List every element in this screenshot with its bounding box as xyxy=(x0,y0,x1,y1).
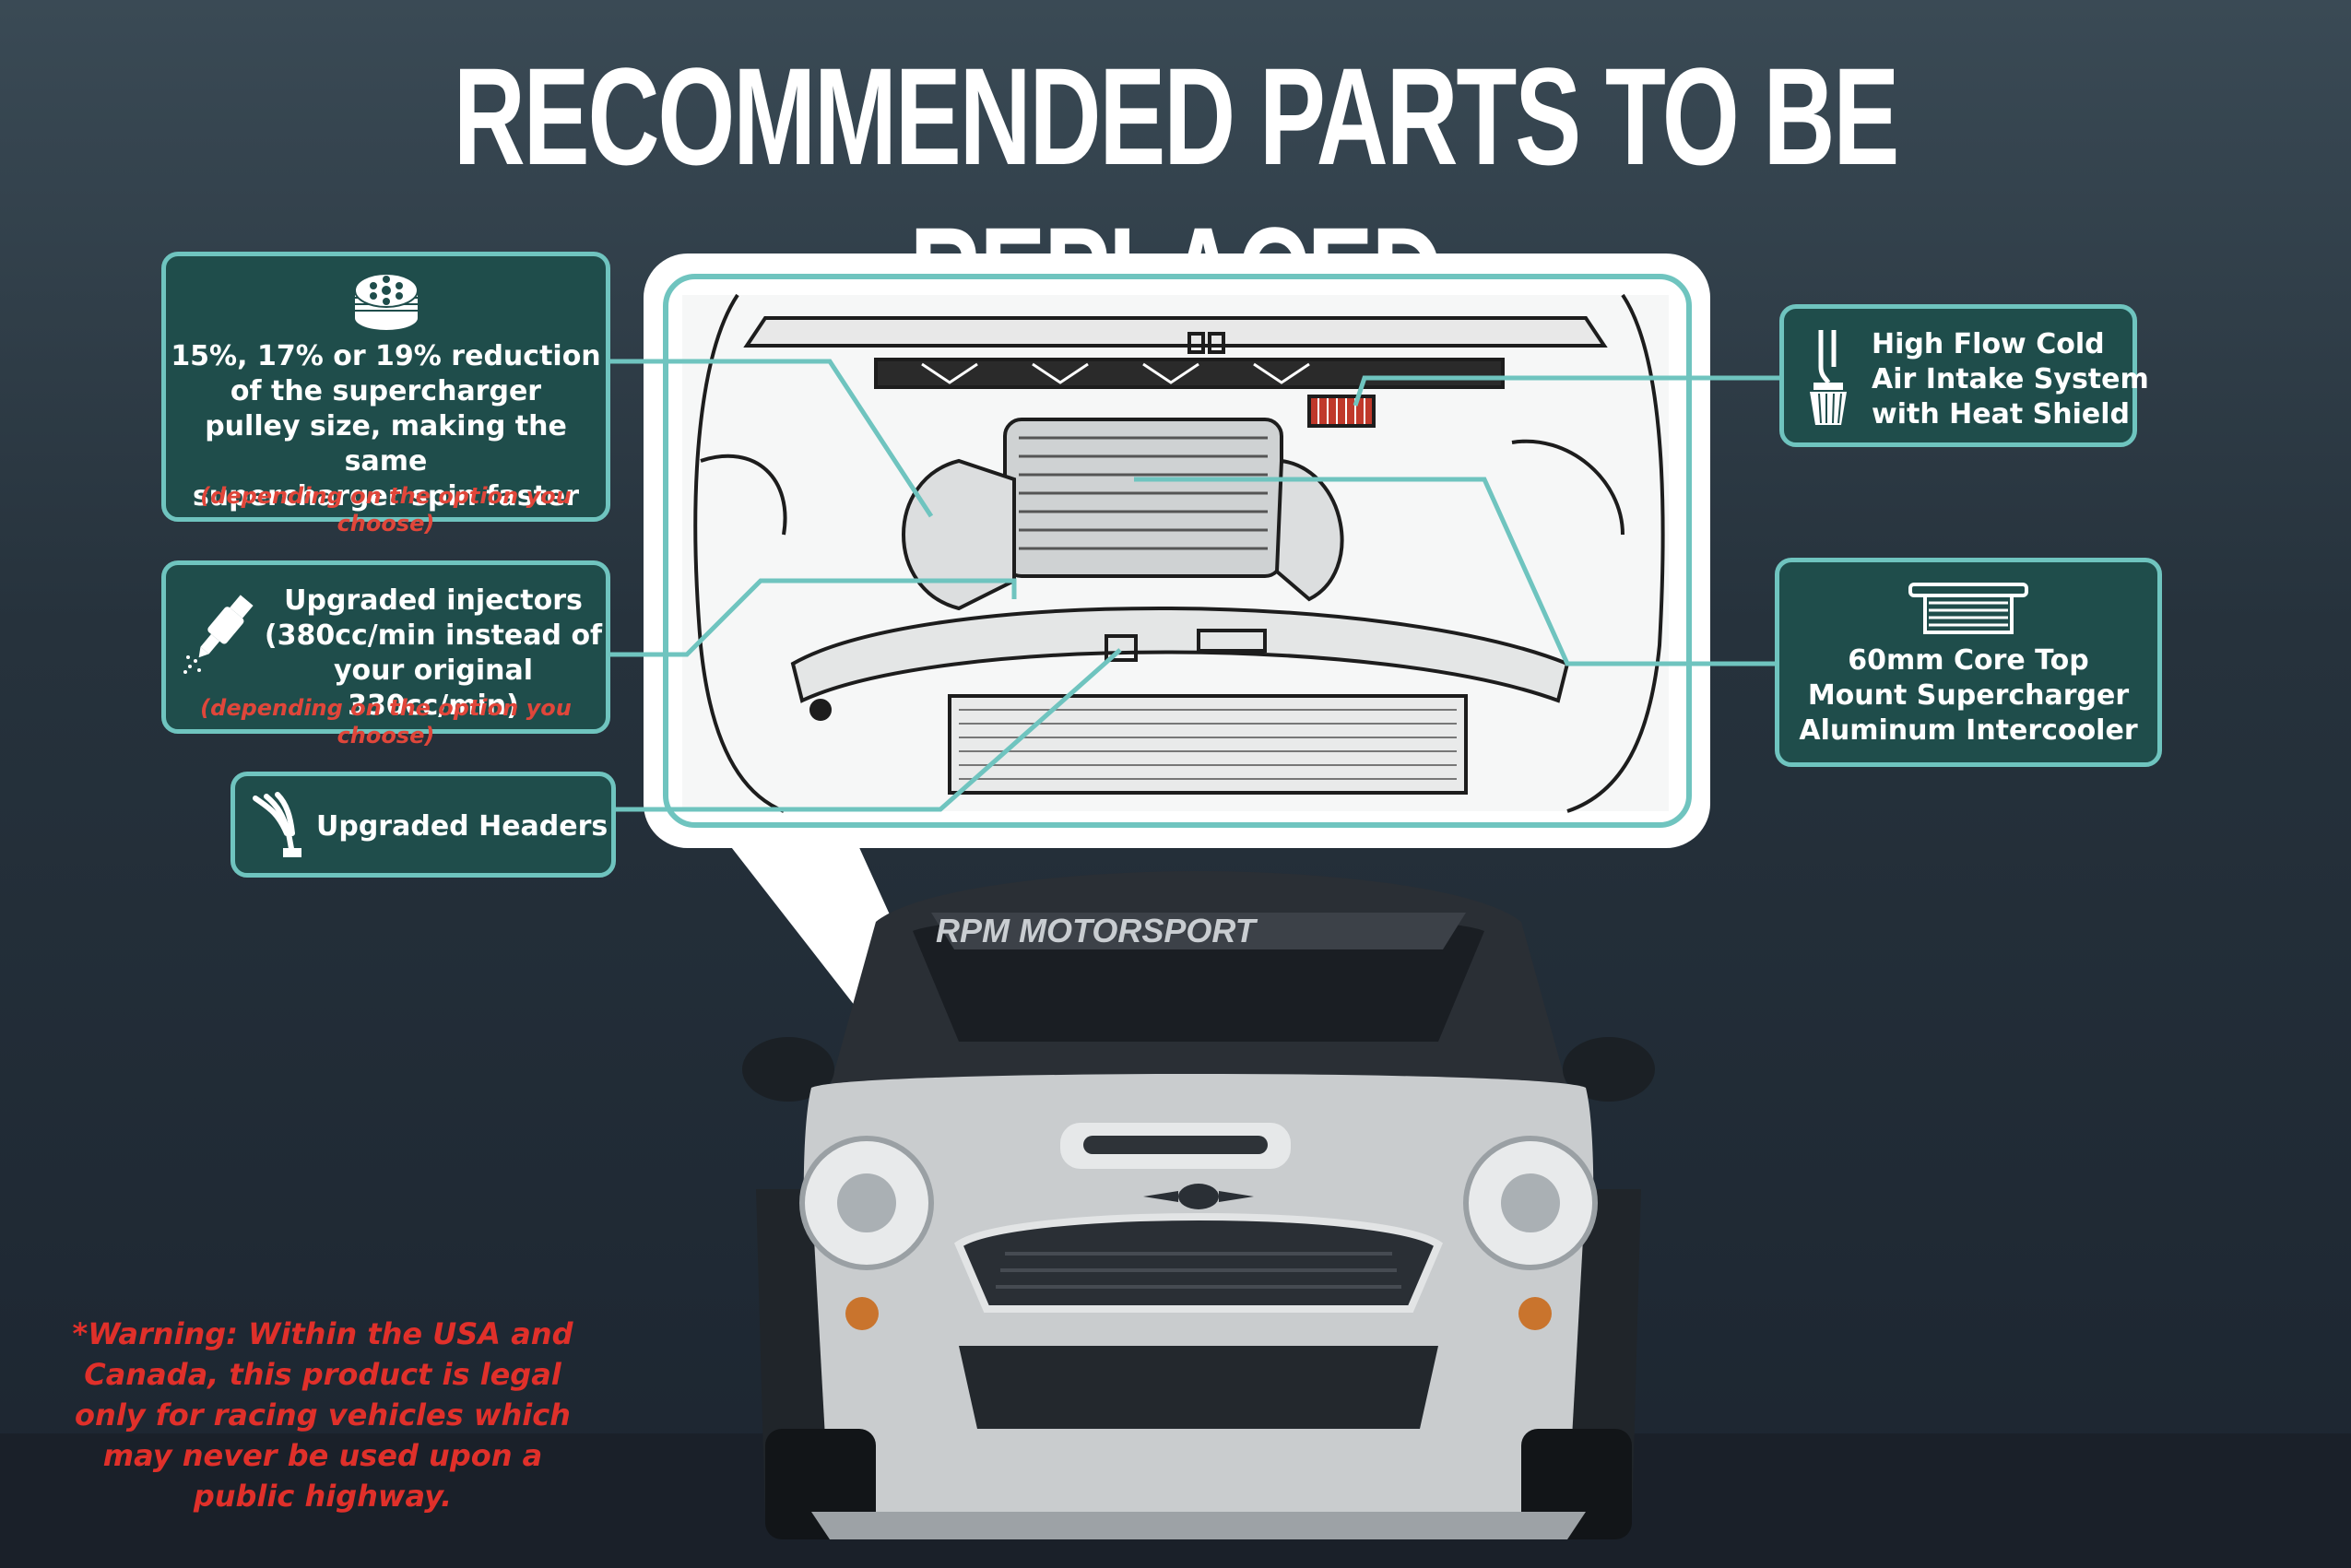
warning-line: *Warning: Within the USA and xyxy=(72,1316,573,1351)
warning-text: may xyxy=(102,1438,183,1473)
callout-line: Aluminum Intercooler xyxy=(1799,714,2138,747)
callout-line: Mount Supercharger xyxy=(1807,679,2130,712)
callout-note: (depending on the option you choose) xyxy=(200,695,572,749)
callout-line: 15%, 17% or 19% reduction xyxy=(171,340,601,372)
engine-bay-drawing xyxy=(682,293,1669,813)
injector-icon xyxy=(183,585,256,678)
warning-text: for racing vehicles which xyxy=(145,1397,571,1432)
warning-line: public highway. xyxy=(193,1479,453,1514)
warning-emphasis: never xyxy=(182,1438,278,1473)
callout-air-intake: High Flow Cold Air Intake System with He… xyxy=(1779,304,2149,447)
callout-line: with Heat Shield xyxy=(1872,398,2130,430)
callout-line: of the supercharger xyxy=(230,375,542,407)
windshield-banner: RPM MOTORSPORT xyxy=(936,912,1258,949)
callout-line: Air Intake System xyxy=(1872,363,2149,395)
callout-line: 60mm Core Top xyxy=(1848,644,2089,677)
callout-headers: Upgraded Headers xyxy=(230,772,616,878)
warning-text: be used upon a xyxy=(277,1438,543,1473)
air-filter-icon xyxy=(1801,325,1856,431)
pulley-icon xyxy=(350,267,422,336)
callout-injectors: Upgraded injectors (380cc/min instead of… xyxy=(161,560,610,749)
intercooler-icon xyxy=(1908,581,2028,636)
callout-label: Upgraded Headers xyxy=(316,810,608,843)
callout-intercooler: 60mm Core Top Mount Supercharger Aluminu… xyxy=(1775,558,2162,767)
callout-line: High Flow Cold xyxy=(1872,328,2105,360)
callout-line: supercharger spin faster xyxy=(192,480,580,513)
warning-line: only for racing vehicles which xyxy=(55,1395,590,1435)
callout-line: (380cc/min instead of xyxy=(264,619,603,652)
callout-line: pulley size, making the same xyxy=(205,410,567,477)
callout-line: Upgraded injectors xyxy=(284,584,583,617)
callout-note: (depending on the option you choose) xyxy=(200,483,572,536)
car-illustration: RPM MOTORSPORT xyxy=(742,871,1655,1539)
warning-line: may never be used upon a xyxy=(55,1435,590,1476)
callout-line: your original 330cc/min) xyxy=(333,654,534,722)
warning-line: Canada, this product is legal xyxy=(84,1357,561,1392)
callout-pulley-reduction: 15%, 17% or 19% reduction of the superch… xyxy=(161,252,610,536)
legal-warning: *Warning: Within the USA and Canada, thi… xyxy=(55,1314,590,1516)
warning-emphasis: only xyxy=(75,1397,146,1432)
headers-icon xyxy=(250,789,307,863)
